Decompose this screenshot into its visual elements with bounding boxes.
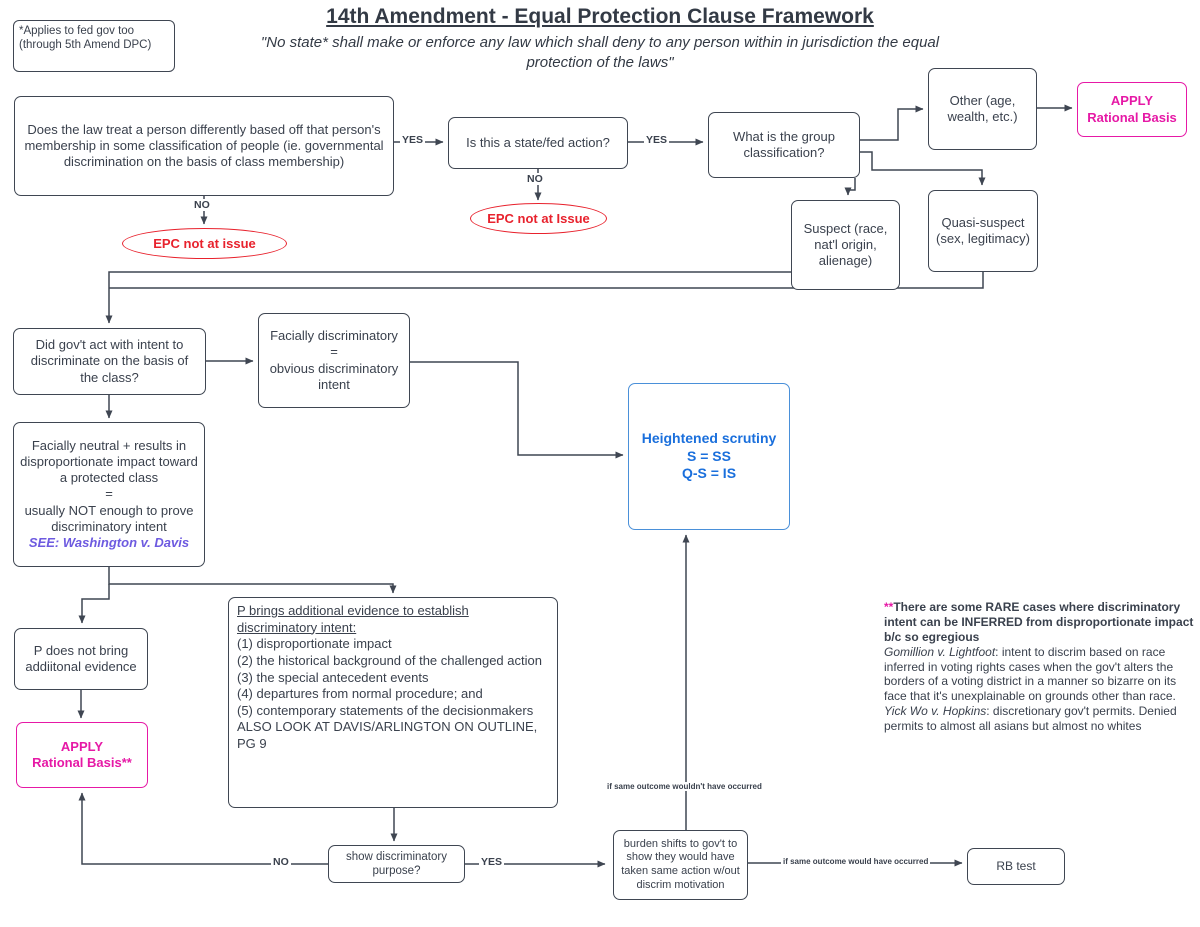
gomillion-case-name: Gomillion v. Lightfoot	[884, 644, 996, 659]
connector-groupq-to-other	[860, 105, 924, 141]
node-facially-neutral: Facially neutral + results in disproport…	[13, 422, 205, 567]
connector-groupq-to-quasi	[860, 151, 986, 186]
node-facially-discriminatory: Facially discriminatory = obvious discri…	[258, 313, 410, 408]
gomillion-case: Gomillion v. Lightfoot: intent to discri…	[884, 644, 1177, 704]
connector-suspect-to-intentq	[105, 271, 791, 324]
node-apply-rational-basis-2: APPLY Rational Basis**	[16, 722, 148, 788]
node-group-classification-question: What is the group classification?	[708, 112, 860, 178]
connector-quasi-to-intentq	[109, 272, 984, 289]
edge-label-yes-purpose: YES	[479, 856, 505, 868]
node-p-brings-evidence: P brings additional evidence to establis…	[228, 597, 558, 808]
edge-label-no-stateaction: NO	[525, 173, 545, 185]
connector-facially-disc-to-scrutiny	[410, 361, 624, 459]
rare-cases-intro: **There are some RARE cases where discri…	[884, 600, 1194, 644]
node-rb-test: RB test	[967, 848, 1065, 885]
yickwo-case-name: Yick Wo v. Hopkins	[884, 704, 987, 719]
edge-label-same-outcome-wouldnt: if same outcome wouldn't have occurred	[605, 782, 764, 791]
node-epc-not-at-issue-1: EPC not at issue	[122, 228, 287, 259]
p-evidence-heading: P brings additional evidence to establis…	[237, 603, 469, 635]
node-other-class: Other (age, wealth, etc.)	[928, 68, 1037, 150]
node-burden-shift: burden shifts to gov't to show they woul…	[613, 830, 748, 900]
edge-label-no-lawq: NO	[192, 199, 212, 211]
node-p-no-evidence: P does not bring addiitonal evidence	[14, 628, 148, 690]
washington-v-davis-cite: SEE: Washington v. Davis	[28, 535, 190, 551]
subtitle-quote: "No state* shall make or enforce any law…	[260, 34, 940, 72]
edge-label-yes-lawq: YES	[400, 134, 426, 146]
node-state-action-question: Is this a state/fed action?	[448, 117, 628, 169]
note-applies-to-fed-gov: *Applies to fed gov too (through 5th Ame…	[13, 20, 175, 72]
yickwo-case: Yick Wo v. Hopkins: discretionary gov't …	[884, 704, 1177, 733]
connector-purpose-no-to-rb2	[78, 792, 328, 865]
connector-neutral-to-noevidence	[78, 584, 110, 624]
node-quasi-suspect-class: Quasi-suspect (sex, legitimacy)	[928, 190, 1038, 272]
node-apply-rational-basis: APPLY Rational Basis	[1077, 82, 1187, 137]
node-classification-question: Does the law treat a person differently …	[14, 96, 394, 196]
rare-cases-note: **There are some RARE cases where discri…	[884, 600, 1196, 734]
edge-label-same-outcome-would: if same outcome would have occurred	[781, 857, 931, 866]
node-heightened-scrutiny: Heightened scrutiny S = SS Q-S = IS	[628, 383, 790, 530]
node-intent-question: Did gov't act with intent to discriminat…	[13, 328, 206, 395]
edge-label-no-purpose: NO	[271, 856, 291, 868]
node-epc-not-at-issue-2: EPC not at Issue	[470, 203, 607, 234]
double-asterisk: **	[884, 600, 894, 614]
page-title: 14th Amendment - Equal Protection Clause…	[326, 5, 874, 28]
node-suspect-class: Suspect (race, nat'l origin, alienage)	[791, 200, 900, 290]
connector-neutral-to-evidence	[108, 567, 397, 594]
p-evidence-items: (1) disproportionate impact (2) the hist…	[237, 636, 542, 718]
node-show-discriminatory-purpose: show discriminatory purpose?	[328, 845, 465, 883]
p-evidence-footer: ALSO LOOK AT DAVIS/ARLINGTON ON OUTLINE,…	[237, 719, 538, 751]
edge-label-yes-stateaction: YES	[644, 134, 670, 146]
connector-groupq-to-suspect	[844, 178, 856, 196]
